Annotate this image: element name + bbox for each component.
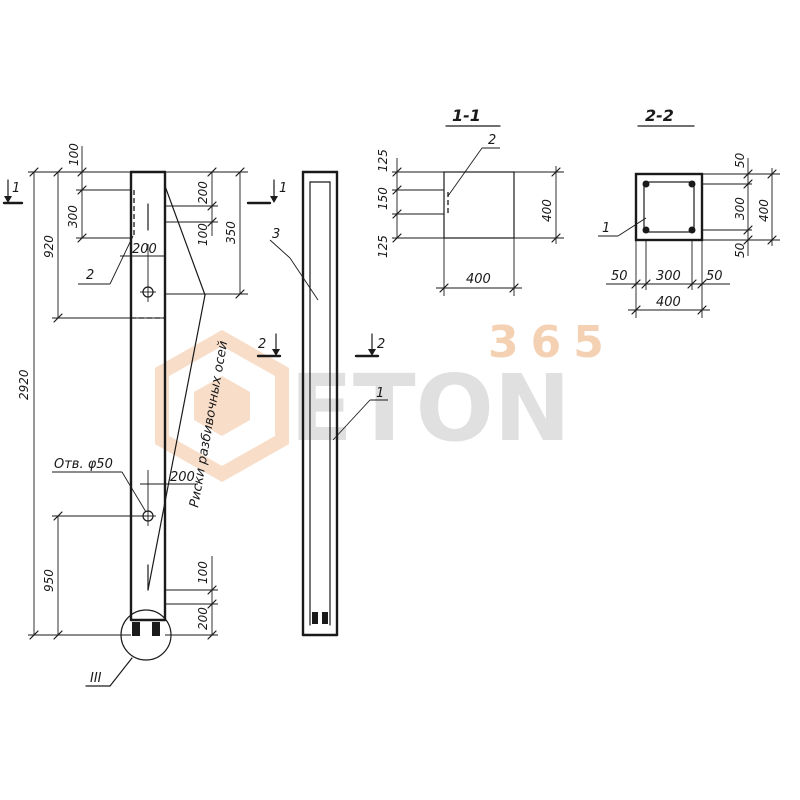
cut-2-right: 2 [377, 337, 385, 352]
dim-950: 950 [42, 569, 56, 592]
cut-1-left: 1 [12, 181, 20, 196]
dim-100-bottom: 100 [196, 561, 210, 584]
dim-400-width-s1: 400 [466, 272, 491, 287]
dim-350: 350 [224, 221, 238, 244]
dim-125-top: 125 [376, 149, 390, 172]
dim-100-right: 100 [196, 223, 210, 246]
dim-300-height: 300 [733, 197, 747, 220]
section-1-1-title: 1-1 [452, 106, 481, 125]
dim-50-top: 50 [733, 152, 747, 168]
pos-2-section: 2 [488, 133, 496, 148]
node-III: III [90, 671, 102, 686]
pos-1-section: 1 [602, 221, 610, 236]
cut-2-left: 2 [258, 337, 266, 352]
pos-3: 3 [272, 227, 280, 242]
pos-1-side: 1 [376, 386, 384, 401]
dim-100-top: 100 [67, 143, 81, 166]
dim-2920: 2920 [17, 369, 31, 400]
dim-50-left: 50 [611, 269, 628, 284]
watermark-brand: ETON [290, 355, 571, 462]
dim-50-bottom: 50 [733, 242, 747, 258]
cut-1-right: 1 [279, 181, 287, 196]
dim-200-bottom: 200 [196, 607, 210, 630]
section-1-1: 1-1 2 125 150 125 400 400 [376, 106, 564, 296]
watermark-number: 365 [488, 317, 616, 368]
column-side-view: 3 1 2 2 [256, 170, 388, 637]
dim-200-hole-bottom: 200 [170, 470, 195, 485]
watermark-logo-icon [155, 329, 289, 483]
dim-200-right-top: 200 [196, 181, 210, 204]
hole-note: Отв. φ50 [54, 457, 113, 472]
pos-2-elevation: 2 [86, 268, 94, 283]
section-2-2-title: 2-2 [645, 106, 674, 125]
section-2-2: 2-2 1 50 300 50 400 [598, 106, 780, 318]
dim-150: 150 [376, 187, 390, 210]
dim-50-right: 50 [706, 269, 723, 284]
dim-125-bottom: 125 [376, 235, 390, 258]
dim-300-width: 300 [656, 269, 681, 284]
watermark: 365 ETON [155, 317, 616, 483]
dim-300-left: 300 [66, 205, 80, 228]
dim-400-width-s2: 400 [656, 295, 681, 310]
dim-400-height-s1: 400 [540, 199, 554, 222]
dim-920: 920 [42, 235, 56, 258]
dim-200-hole-top: 200 [132, 242, 157, 257]
dim-400-height-s2: 400 [757, 199, 771, 222]
